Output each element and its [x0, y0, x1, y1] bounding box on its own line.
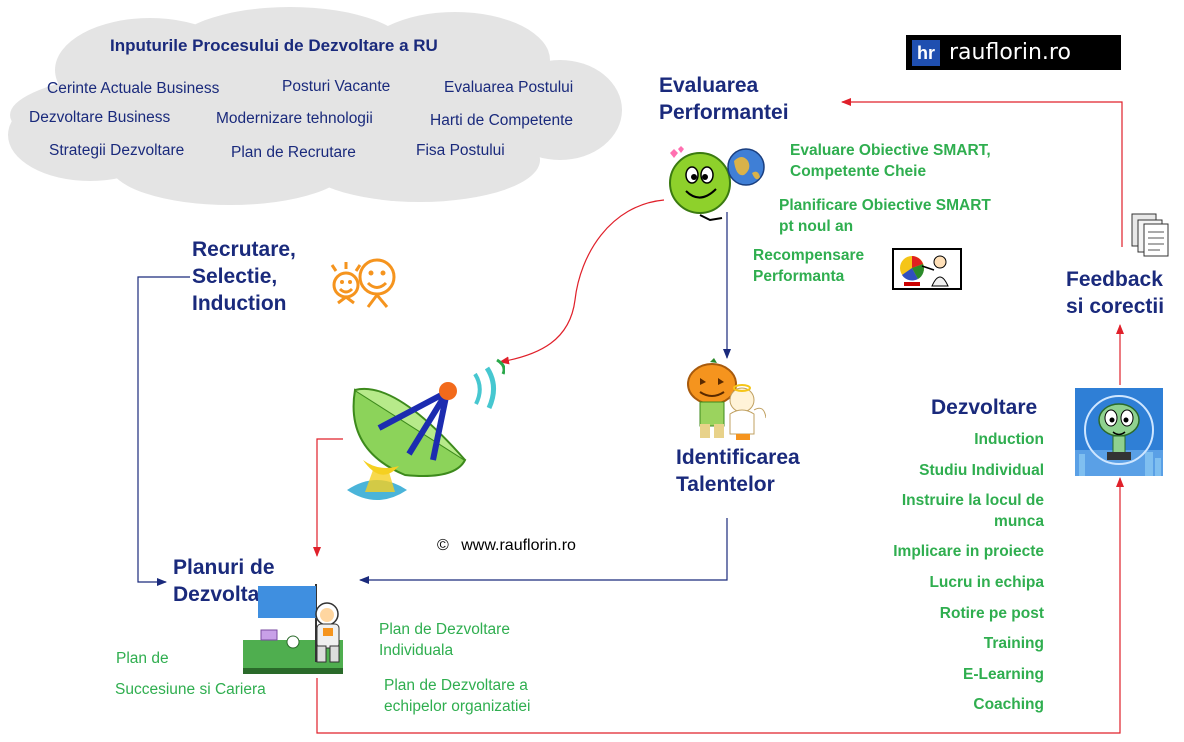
logo-badge: hr: [912, 39, 940, 66]
recrutare-title: Recrutare, Selectie, Induction: [192, 238, 296, 315]
copyright-symbol: ©: [437, 537, 449, 554]
logo[interactable]: hr rauflorin.ro: [906, 35, 1121, 70]
planuri-title: Planuri de Dezvoltare: [173, 556, 280, 606]
input-item: Cerinte Actuale Business: [47, 80, 220, 97]
talente-title: Identificarea Talentelor: [676, 446, 800, 496]
arrow-evaluare-to-satellite: [499, 199, 665, 365]
dezvoltare-item: Training: [983, 635, 1044, 652]
dezvoltare-title: Dezvoltare: [931, 396, 1038, 419]
dezvoltare-item: Implicare in proiecte: [893, 543, 1044, 560]
arrow-planuri-to-dezvoltare: [316, 477, 1124, 734]
smiley-globe-icon: [669, 146, 765, 222]
inputs-title: Inputurile Procesului de Dezvoltare a RU: [110, 36, 438, 55]
dezvoltare-item: Induction: [974, 431, 1044, 448]
input-item: Posturi Vacante: [282, 78, 391, 95]
dezvoltare-item: E-Learning: [963, 666, 1044, 683]
dezvoltare-item: munca: [994, 513, 1044, 530]
input-item: Evaluarea Postului: [444, 79, 574, 96]
copyright-note: © www.rauflorin.ro: [437, 537, 576, 555]
input-item: Modernizare tehnologii: [216, 110, 373, 127]
evaluare-title: Evaluarea Performantei: [659, 74, 789, 124]
copyright-text: www.rauflorin.ro: [461, 537, 576, 554]
arrow-feedback-to-evaluare: [841, 98, 1123, 247]
planuri-succesiune-l2: Succesiune si Cariera: [115, 681, 266, 698]
pumpkin-angel-icon: [687, 358, 766, 440]
input-item: Fisa Postului: [416, 142, 505, 159]
astronaut-flag-icon: [243, 584, 343, 674]
input-item: Dezvoltare Business: [29, 109, 171, 126]
arrow-talente-to-planuri: [359, 518, 728, 584]
dezvoltare-item: Coaching: [973, 696, 1044, 713]
input-item: Plan de Recrutare: [231, 144, 356, 161]
alien-tv-icon: [1075, 388, 1163, 476]
documents-icon: [1131, 213, 1169, 257]
arrow-recrutare-to-planuri: [137, 276, 190, 586]
arrow-satellite-to-planuri: [313, 438, 343, 557]
planuri-succesiune-l1: Plan de: [116, 650, 169, 667]
dezvoltare-item: Rotire pe post: [939, 605, 1044, 622]
planuri-echipe: Plan de Dezvoltare a echipelor organizat…: [384, 677, 531, 715]
evaluare-item-1: Evaluare Obiective SMART, Competente Che…: [790, 142, 991, 180]
logo-site: rauflorin.ro: [949, 40, 1071, 65]
smiley-pair-icon: [330, 258, 396, 308]
satellite-dish-icon: [347, 358, 505, 500]
input-item: Harti de Competente: [430, 112, 574, 129]
evaluare-item-3: Recompensare Performanta: [753, 247, 865, 285]
dezvoltare-item: Instruire la locul de: [901, 492, 1044, 509]
input-item: Strategii Dezvoltare: [49, 142, 185, 159]
feedback-title: Feedback si corectii: [1066, 268, 1165, 318]
evaluare-item-2: Planificare Obiective SMART pt noul an: [779, 197, 991, 235]
presentation-icon: [892, 248, 962, 290]
dezvoltare-item: Lucru in echipa: [929, 574, 1044, 591]
planuri-pdi: Plan de Dezvoltare Individuala: [379, 621, 510, 659]
dezvoltare-item: Studiu Individual: [919, 462, 1044, 479]
